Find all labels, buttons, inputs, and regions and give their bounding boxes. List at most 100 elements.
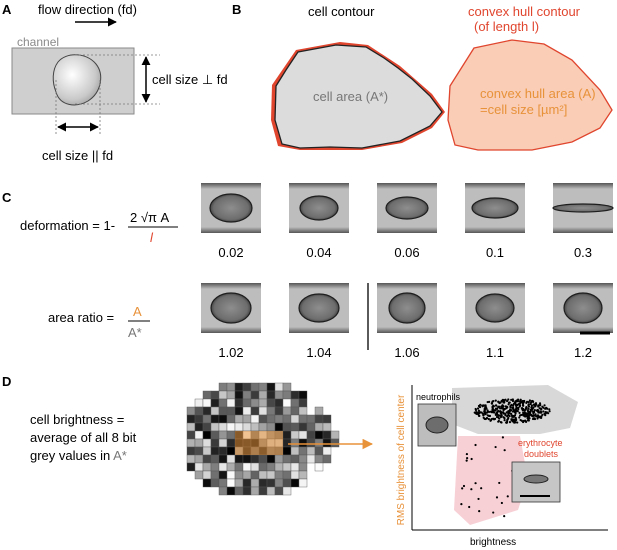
- scatter-point: [503, 449, 506, 452]
- grid-pixel: [306, 446, 316, 456]
- scatter-point: [465, 459, 468, 462]
- scatter-point: [516, 421, 519, 424]
- grid-pixel: [282, 414, 292, 424]
- grid-pixel: [258, 414, 268, 424]
- grid-pixel: [282, 446, 292, 456]
- grid-pixel: [226, 406, 236, 416]
- grid-pixel: [194, 414, 204, 424]
- grid-pixel: [202, 422, 212, 432]
- grid-pixel: [210, 446, 220, 456]
- grid-pixel: [234, 486, 244, 496]
- scatter-point: [461, 487, 464, 490]
- scatter-point: [527, 403, 530, 406]
- scatter-point: [533, 408, 536, 412]
- grid-pixel: [210, 438, 220, 448]
- scatter-point: [496, 407, 499, 410]
- scatter-point: [545, 411, 548, 414]
- scatter-point: [474, 443, 477, 447]
- grid-pixel: [202, 454, 212, 464]
- scatter-points: [460, 398, 551, 518]
- panel-a-letter: A: [2, 2, 12, 17]
- scatter-point: [480, 487, 483, 490]
- grid-pixel: [242, 390, 252, 400]
- scatter-point: [498, 417, 501, 420]
- grid-pixel: [266, 398, 276, 408]
- scatter-point: [514, 421, 517, 424]
- scatter-point: [497, 420, 500, 423]
- scatter-point: [508, 414, 511, 418]
- scatter-point: [508, 421, 512, 424]
- scatter-point: [512, 415, 515, 419]
- scatter-point: [543, 404, 546, 407]
- grid-pixel: [242, 398, 252, 408]
- grid-pixel: [290, 446, 300, 456]
- grid-pixel: [226, 422, 236, 432]
- micrograph-cell: [298, 293, 340, 323]
- grid-pixel: [218, 430, 228, 440]
- grid-pixel: [226, 382, 236, 392]
- grid-pixel: [242, 478, 252, 488]
- scatter-point: [502, 401, 505, 404]
- panel-c-letter: C: [2, 190, 12, 205]
- grid-pixel: [194, 454, 204, 464]
- grid-pixel: [274, 398, 284, 408]
- grid-pixel: [266, 406, 276, 416]
- brightness-text-line-2: average of all 8 bit: [30, 430, 137, 445]
- scatter-point: [510, 414, 514, 417]
- grid-pixel: [250, 422, 260, 432]
- scatter-point: [495, 496, 499, 499]
- grid-pixel: [306, 454, 316, 464]
- grid-pixel: [314, 438, 324, 448]
- grid-pixel: [282, 454, 292, 464]
- erythrocyte-label-1: erythrocyte: [518, 438, 563, 448]
- scatter-point: [495, 413, 498, 416]
- scatter-point: [482, 414, 485, 417]
- scatter-point: [494, 404, 498, 407]
- grid-pixel: [242, 382, 252, 392]
- grid-pixel: [274, 478, 284, 488]
- scatter-point: [527, 400, 530, 404]
- grid-pixel: [290, 470, 300, 480]
- scatter-point: [504, 398, 507, 401]
- scatter-point: [509, 405, 512, 409]
- grid-pixel: [218, 414, 228, 424]
- grid-pixel: [274, 454, 284, 464]
- scatter-point: [538, 415, 541, 418]
- scatter-point: [487, 410, 491, 414]
- scatter-point: [502, 405, 505, 408]
- scatter-point: [544, 414, 547, 417]
- grid-pixel: [298, 422, 308, 432]
- grid-pixel: [210, 390, 220, 400]
- grid-pixel: [306, 430, 316, 440]
- scatter-point: [529, 403, 532, 406]
- grid-pixel: [186, 406, 196, 416]
- grid-pixel: [298, 390, 308, 400]
- scatter-point: [516, 398, 520, 401]
- grid-pixel: [210, 470, 220, 480]
- cell-center-region: [235, 431, 283, 455]
- micrograph-value: 1.1: [486, 345, 504, 360]
- scatter-point: [527, 419, 530, 422]
- grid-pixel: [282, 422, 292, 432]
- scatter-point: [536, 417, 539, 420]
- grid-pixel: [314, 462, 324, 472]
- scatter-point: [513, 414, 517, 417]
- grid-pixel: [314, 454, 324, 464]
- scatter-point: [487, 418, 490, 421]
- scatter-point: [548, 410, 551, 413]
- grid-pixel: [202, 390, 212, 400]
- scatter-point: [497, 414, 500, 417]
- grid-pixel: [202, 406, 212, 416]
- grid-pixel: [186, 414, 196, 424]
- grid-pixel: [234, 462, 244, 472]
- scatter-point: [528, 399, 531, 402]
- scatter-point: [526, 415, 529, 418]
- grid-pixel: [298, 478, 308, 488]
- grid-pixel: [194, 406, 204, 416]
- grid-pixel: [258, 406, 268, 416]
- grid-pixel: [250, 470, 260, 480]
- scatter-point: [488, 400, 491, 403]
- scatter-point: [531, 417, 535, 421]
- grid-pixel: [234, 390, 244, 400]
